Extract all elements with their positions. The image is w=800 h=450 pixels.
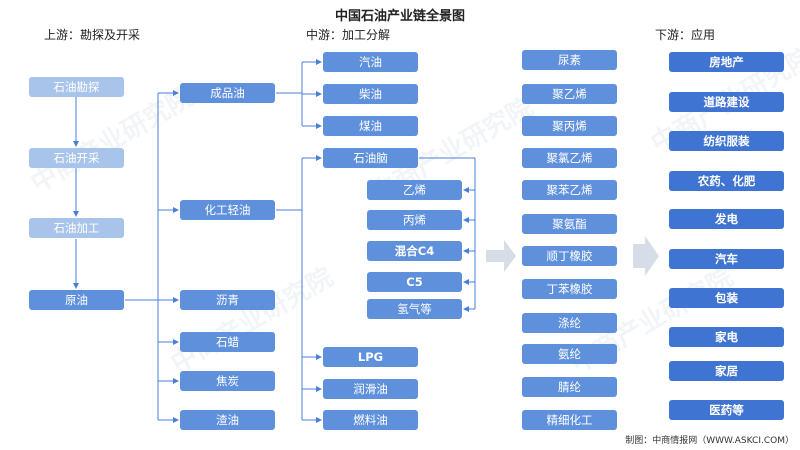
node-application: 发电 <box>669 209 784 229</box>
node-chemical: 涤纶 <box>522 313 617 333</box>
node-crude-oil: 原油 <box>29 290 124 310</box>
node-naphtha-product: C5 <box>367 272 462 292</box>
node-other: 润滑油 <box>323 379 418 399</box>
node-refined: 焦炭 <box>180 371 275 391</box>
credit-text: 制图：中商情报网（WWW.ASKCI.COM） <box>625 436 794 446</box>
node-upstream: 石油勘探 <box>29 77 124 97</box>
node-chemical: 聚丙烯 <box>522 116 617 136</box>
section-midstream: 中游：加工分解 <box>306 28 391 42</box>
node-upstream: 石油开采 <box>29 148 124 168</box>
node-chemical: 丁苯橡胶 <box>522 279 617 299</box>
node-naphtha-product: 混合C4 <box>367 241 462 261</box>
node-application: 道路建设 <box>669 92 784 112</box>
node-refined: 沥青 <box>180 290 275 310</box>
node-application: 房地产 <box>669 52 784 72</box>
node-application: 包装 <box>669 288 784 308</box>
section-downstream: 下游：应用 <box>655 28 716 42</box>
node-chemical: 聚氨酯 <box>522 214 617 234</box>
node-naphtha: 石油脑 <box>323 148 418 168</box>
node-refined: 渣油 <box>180 410 275 430</box>
node-application: 汽车 <box>669 249 784 269</box>
node-chemical: 顺丁橡胶 <box>522 246 617 266</box>
node-refined: 石蜡 <box>180 332 275 352</box>
node-fuel: 柴油 <box>323 84 418 104</box>
node-application: 家电 <box>669 327 784 347</box>
node-upstream: 石油加工 <box>29 218 124 238</box>
node-other: LPG <box>323 347 418 367</box>
node-application: 医药等 <box>669 400 784 420</box>
node-chemical: 精细化工 <box>522 410 617 430</box>
node-chemical: 尿素 <box>522 50 617 70</box>
node-chemical: 聚氯乙烯 <box>522 148 617 168</box>
node-chemical: 聚苯乙烯 <box>522 180 617 200</box>
node-application: 家居 <box>669 361 784 381</box>
page-title: 中国石油产业链全景图 <box>334 9 465 24</box>
node-chemical: 聚乙烯 <box>522 84 617 104</box>
flow-arrow-1 <box>486 240 516 272</box>
node-other: 燃料油 <box>323 410 418 430</box>
node-refined: 化工轻油 <box>180 200 275 220</box>
node-application: 农药、化肥 <box>669 171 784 191</box>
node-naphtha-product: 氢气等 <box>367 299 462 319</box>
node-fuel: 汽油 <box>323 52 418 72</box>
node-refined: 成品油 <box>180 83 275 103</box>
flow-arrow-2 <box>633 236 659 276</box>
node-chemical: 腈纶 <box>522 377 617 397</box>
node-naphtha-product: 乙烯 <box>367 180 462 200</box>
node-fuel: 煤油 <box>323 116 418 136</box>
node-chemical: 氨纶 <box>522 344 617 364</box>
node-naphtha-product: 丙烯 <box>367 210 462 230</box>
section-upstream: 上游：勘探及开采 <box>44 28 141 42</box>
node-application: 纺织服装 <box>669 131 784 151</box>
